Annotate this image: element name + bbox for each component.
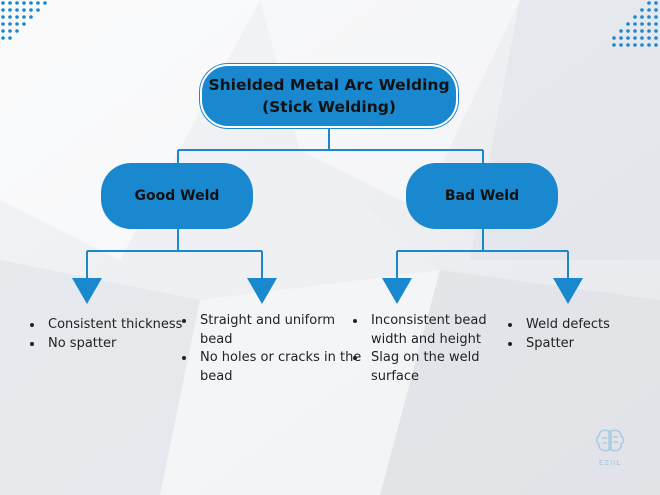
dot	[43, 1, 47, 5]
bad-weld-label: Bad Weld	[444, 188, 520, 204]
bad-weld-list-right: Weld defects Spatter	[508, 316, 652, 353]
dot	[1, 15, 5, 19]
good-weld-list-right: Straight and uniform bead No holes or cr…	[182, 312, 366, 386]
dot	[633, 22, 637, 26]
dot	[36, 1, 40, 5]
list-item: Slag on the weld surface	[367, 349, 517, 386]
dot	[654, 36, 658, 40]
dot	[654, 1, 658, 5]
dot	[647, 1, 651, 5]
dot	[654, 43, 658, 47]
dot	[15, 8, 19, 12]
dot	[29, 15, 33, 19]
dot	[633, 29, 637, 33]
dot	[22, 1, 26, 5]
dot	[8, 8, 12, 12]
dot	[647, 8, 651, 12]
dot	[647, 36, 651, 40]
arrow-down-icon	[382, 278, 412, 304]
list-item: No spatter	[44, 335, 184, 354]
bad-weld-node: Bad Weld	[406, 163, 558, 229]
dot	[626, 36, 630, 40]
dot-pattern-top-right	[612, 1, 658, 47]
dot	[640, 15, 644, 19]
dot	[647, 22, 651, 26]
dot	[8, 36, 12, 40]
dot	[647, 15, 651, 19]
root-node: Shielded Metal Arc Welding (Stick Weldin…	[200, 64, 458, 128]
root-title-line2: (Stick Welding)	[262, 98, 396, 116]
root-title-line1: Shielded Metal Arc Welding	[208, 76, 450, 94]
dot-pattern-top-left	[1, 1, 47, 40]
dot	[1, 29, 5, 33]
dot	[8, 1, 12, 5]
good-weld-node: Good Weld	[101, 163, 253, 229]
arrow-down-icon	[72, 278, 102, 304]
good-weld-label: Good Weld	[134, 188, 220, 204]
dot	[654, 15, 658, 19]
dot	[15, 22, 19, 26]
list-item: Inconsistent bead width and height	[367, 312, 517, 349]
dot	[1, 22, 5, 26]
dot	[36, 8, 40, 12]
dot	[626, 43, 630, 47]
logo-text: EZIIL	[598, 459, 622, 467]
dot	[29, 1, 33, 5]
dot	[15, 15, 19, 19]
brand-logo: EZIIL	[592, 428, 628, 467]
dot	[619, 36, 623, 40]
dot	[22, 15, 26, 19]
dot	[15, 29, 19, 33]
dot	[22, 8, 26, 12]
dot	[633, 15, 637, 19]
dot	[647, 29, 651, 33]
dot	[626, 22, 630, 26]
dot	[626, 29, 630, 33]
arrow-down-icon	[553, 278, 583, 304]
dot	[8, 29, 12, 33]
list-item: Spatter	[522, 335, 652, 354]
dot	[1, 36, 5, 40]
dot	[619, 43, 623, 47]
dot	[640, 43, 644, 47]
dot	[1, 8, 5, 12]
good-weld-list-left: Consistent thickness No spatter	[30, 316, 184, 353]
dot	[640, 36, 644, 40]
dot	[612, 36, 616, 40]
dot	[22, 22, 26, 26]
dot	[654, 29, 658, 33]
list-item: Consistent thickness	[44, 316, 184, 335]
dot	[654, 8, 658, 12]
arrow-down-icon	[247, 278, 277, 304]
dot	[640, 29, 644, 33]
dot	[654, 22, 658, 26]
brain-icon	[595, 429, 625, 452]
list-item: Straight and uniform bead	[196, 312, 366, 349]
dot	[15, 1, 19, 5]
dot	[633, 43, 637, 47]
dot	[640, 8, 644, 12]
dot	[647, 43, 651, 47]
dot	[8, 15, 12, 19]
list-item: Weld defects	[522, 316, 652, 335]
dot	[633, 36, 637, 40]
dot	[640, 22, 644, 26]
dot	[8, 22, 12, 26]
dot	[619, 29, 623, 33]
dot	[29, 8, 33, 12]
bad-weld-list-left: Inconsistent bead width and height Slag …	[353, 312, 517, 386]
dot	[1, 1, 5, 5]
dot	[612, 43, 616, 47]
list-item: No holes or cracks in the bead	[196, 349, 366, 386]
